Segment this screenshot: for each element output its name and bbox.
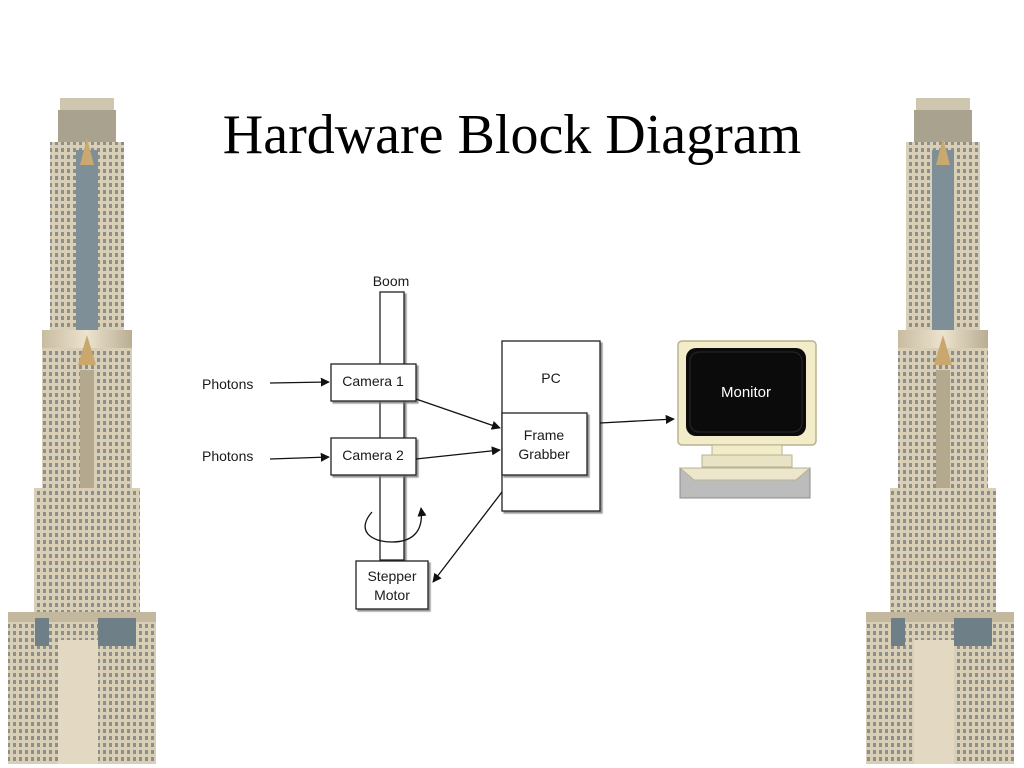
slide-title: Hardware Block Diagram bbox=[222, 104, 802, 166]
frame-grabber-to-monitor-arrow bbox=[599, 414, 675, 424]
photons-arrow-2 bbox=[269, 452, 330, 462]
camera-1-box bbox=[330, 363, 417, 402]
frame-grabber-label-line-2: Grabber bbox=[518, 446, 570, 462]
stepper-motor-label-line-2: Motor bbox=[374, 587, 410, 603]
skyscraper-image-left bbox=[8, 98, 156, 764]
camera-1-to-frame-grabber-arrow bbox=[415, 398, 501, 430]
photons-label-2: Photons bbox=[202, 448, 253, 464]
photons-label-1: Photons bbox=[202, 376, 253, 392]
rotation-arrow-icon bbox=[364, 507, 427, 543]
monitor-label: Monitor bbox=[721, 384, 771, 401]
camera-2-box bbox=[330, 437, 417, 476]
camera-2-to-frame-grabber-arrow bbox=[415, 446, 501, 460]
boom-label: Boom bbox=[373, 273, 410, 289]
frame-grabber-box bbox=[501, 412, 588, 476]
camera-1-label: Camera 1 bbox=[342, 373, 404, 389]
boom-bar bbox=[379, 291, 405, 561]
skyscraper-image-right bbox=[866, 98, 1014, 764]
stepper-motor-label-line-1: Stepper bbox=[367, 568, 416, 584]
stepper-motor-box bbox=[355, 560, 429, 610]
monitor-icon bbox=[677, 340, 817, 499]
pc-label: PC bbox=[541, 370, 560, 386]
camera-2-label: Camera 2 bbox=[342, 447, 404, 463]
pc-to-stepper-motor-arrow bbox=[432, 491, 503, 583]
photons-arrow-1 bbox=[269, 377, 330, 387]
frame-grabber-label-line-1: Frame bbox=[524, 427, 565, 443]
